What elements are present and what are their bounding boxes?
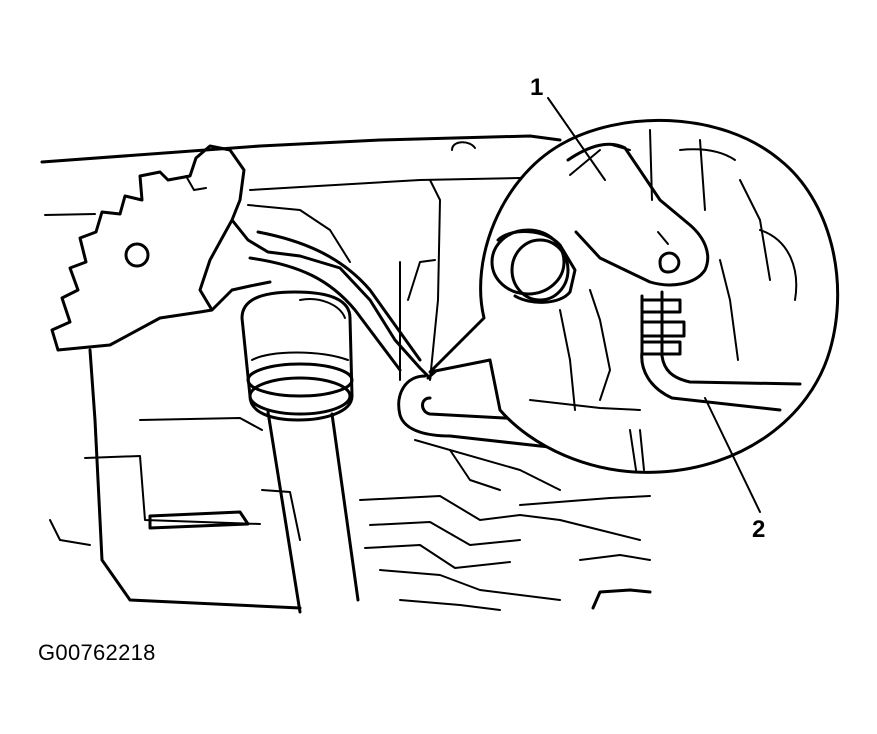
drive-shaft [240, 290, 360, 614]
figure-id-code: G00762218 [38, 640, 156, 665]
engine-housing-outline [40, 134, 652, 611]
leader-1 [547, 97, 606, 181]
detail-magnifier-circle [428, 118, 840, 474]
callout-label-2: 2 [752, 516, 766, 543]
shift-cable [248, 230, 422, 372]
shift-lever-bracket [50, 144, 432, 380]
callout-label-1: 1 [530, 74, 544, 101]
callout-leaders [547, 97, 761, 513]
leader-2 [704, 397, 761, 513]
